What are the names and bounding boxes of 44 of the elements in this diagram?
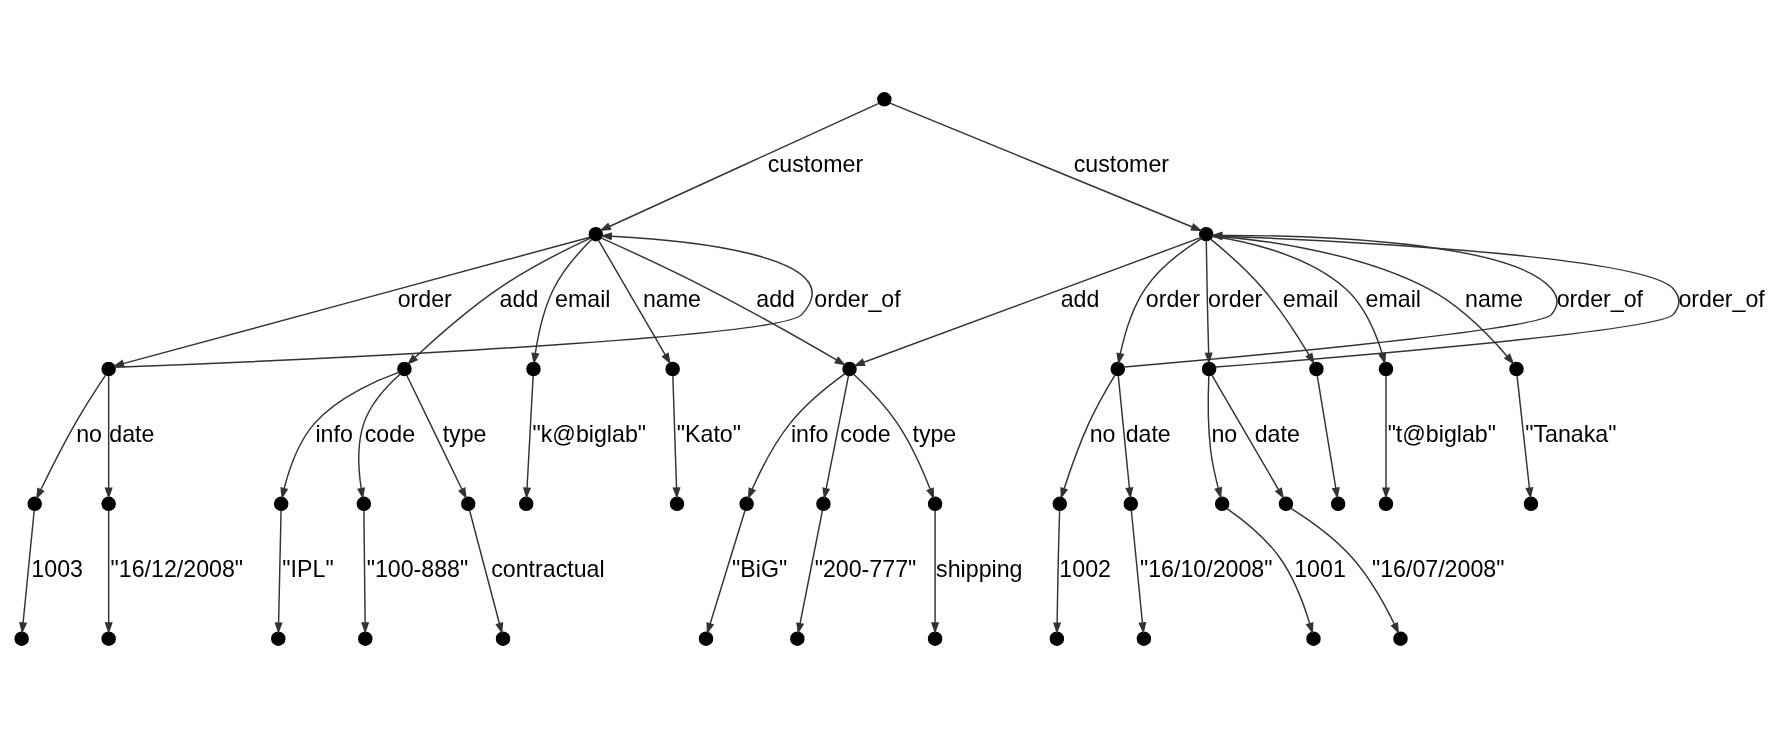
edge-label: add xyxy=(1060,286,1099,313)
edge-label: email xyxy=(1365,286,1421,313)
edge-label: email xyxy=(554,286,610,313)
edge-label: type xyxy=(911,420,956,447)
edge-label: "16/12/2008" xyxy=(110,555,243,582)
edge-label: 1003 xyxy=(30,555,83,582)
edge-label: order xyxy=(397,286,452,313)
edge-label: date xyxy=(1125,420,1171,447)
edge-label: order_of xyxy=(813,286,901,313)
edge-label: "BiG" xyxy=(731,555,787,582)
edge-label: code xyxy=(364,420,415,447)
edge-label: info xyxy=(790,420,828,447)
edge-label: date xyxy=(1254,420,1300,447)
edge-label: 1001 xyxy=(1293,555,1346,582)
edge-label: add xyxy=(755,286,795,313)
edge-label: contractual xyxy=(490,555,605,582)
edge-label: info xyxy=(314,420,353,447)
edge-label: order xyxy=(1145,286,1200,313)
edge-label: name xyxy=(642,286,701,313)
edge-label: name xyxy=(1464,286,1523,313)
edge-label: no xyxy=(75,420,102,447)
edge-label: customer xyxy=(1073,151,1169,178)
edge-label: shipping xyxy=(935,555,1022,582)
edge-label: "t@biglab" xyxy=(1387,420,1496,447)
edge-label: code xyxy=(839,420,891,447)
edge-label: date xyxy=(108,420,154,447)
edge-label: "16/10/2008" xyxy=(1139,555,1272,582)
edge-label: order_of xyxy=(1677,286,1765,313)
edge-label: "IPL" xyxy=(281,555,334,582)
edge-label: "16/07/2008" xyxy=(1371,555,1504,582)
edge-label: no xyxy=(1089,420,1115,447)
edge-label: "100-888" xyxy=(366,555,468,582)
edge-label: "Kato" xyxy=(676,420,741,447)
edge-label: order_of xyxy=(1556,286,1643,313)
edge-label: add xyxy=(499,286,538,313)
edge-label: 1002 xyxy=(1058,555,1111,582)
edge-label: order xyxy=(1207,286,1262,313)
edge-label: "Tanaka" xyxy=(1524,420,1616,447)
edge-label: no xyxy=(1210,420,1237,447)
edge-label: "k@biglab" xyxy=(532,420,646,447)
edge-label: "200-777" xyxy=(814,555,916,582)
edge-label: customer xyxy=(767,151,863,178)
edge-label: type xyxy=(442,420,487,447)
edge-label: email xyxy=(1282,286,1338,313)
